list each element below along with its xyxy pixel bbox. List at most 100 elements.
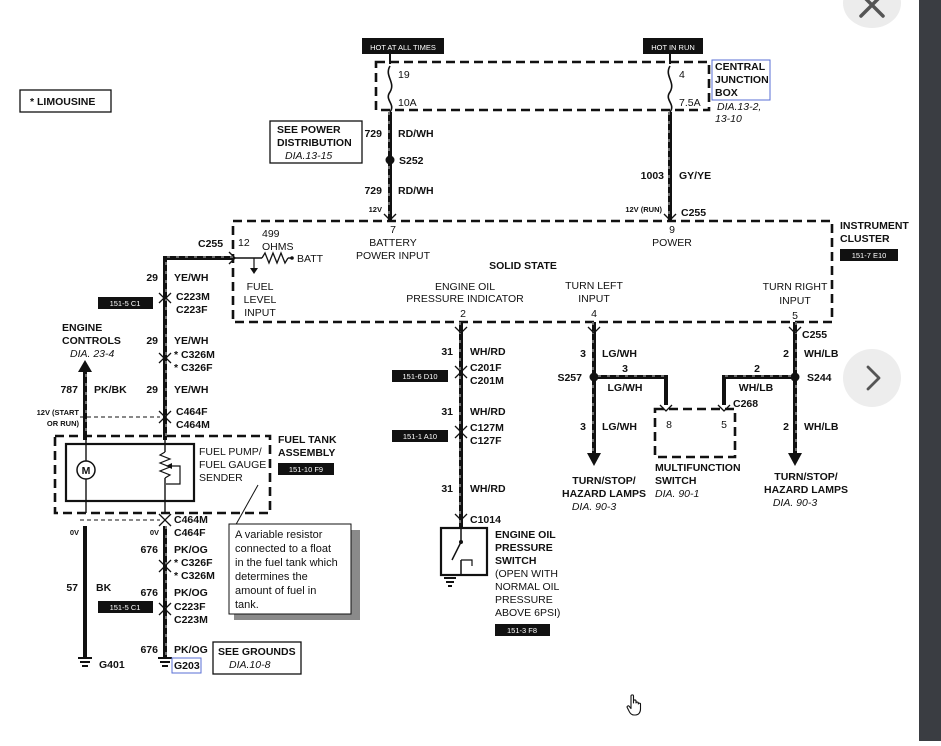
see-grounds-title: SEE GROUNDS	[218, 646, 296, 658]
connector-c268: C268	[733, 398, 758, 410]
callout-text-1: A variable resistor	[235, 529, 323, 541]
callout-text-2: connected to a float	[235, 543, 331, 555]
hot-in-run-tag	[643, 38, 703, 54]
volt-12v-run: 12V (RUN)	[625, 205, 662, 214]
turn-right-label-1: TURN RIGHT	[763, 281, 828, 293]
multifunction-pin5-arrow	[717, 404, 731, 412]
next-image-button[interactable]	[843, 349, 901, 407]
wire-2-b-color: WH/LB	[739, 382, 774, 394]
connector-c255-right: C255	[802, 329, 827, 341]
sender-wiper	[166, 465, 181, 485]
ref-151-1-a10: 151-1 A10	[403, 432, 437, 441]
oil-switch-note-2: NORMAL OIL	[495, 581, 560, 593]
connector-c127m: C127M	[470, 422, 504, 434]
ref-151-5-c1-a: 151-5 C1	[110, 299, 141, 308]
multifunction-title-2: SWITCH	[655, 475, 696, 487]
wire-29-b-circuit: 29	[146, 335, 158, 347]
connector-c223f-a: C223F	[176, 304, 208, 316]
oil-switch-title-2: PRESSURE	[495, 542, 553, 554]
ref-151-5-c1-b: 151-5 C1	[110, 603, 141, 612]
fuel-pump-sender-label-3: SENDER	[199, 472, 243, 484]
wire-676-c-circuit: 676	[140, 644, 158, 656]
connector-c127f: C127F	[470, 435, 502, 447]
fuel-tank-assembly-title-2: ASSEMBLY	[278, 447, 335, 459]
close-button[interactable]	[843, 0, 901, 28]
callout-box	[228, 523, 352, 615]
fuel-level-label-3: INPUT	[244, 307, 276, 319]
power-distribution-box	[269, 120, 363, 164]
fuel-pump-sender-label-1: FUEL PUMP/	[199, 446, 262, 458]
wire-729-top-circuit: 729	[364, 128, 382, 140]
wire-2-branch	[722, 375, 795, 405]
lamps-left-arrow	[587, 453, 601, 466]
fuse-left	[387, 65, 393, 113]
wire-31-b-circuit: 31	[441, 406, 453, 418]
resistor-node	[290, 256, 294, 260]
multifunction-pin8-arrow	[659, 404, 673, 412]
wire-3-a-circuit: 3	[580, 348, 586, 360]
ref-151-1-a10-tag	[392, 430, 448, 442]
ref-151-6-d10: 151-6 D10	[402, 372, 437, 381]
ref-151-6-d10-tag	[392, 370, 448, 382]
connector-c255-top: C255	[681, 207, 706, 219]
central-junction-box-outline	[374, 60, 711, 112]
connector-c464-a-symbol	[158, 410, 172, 424]
fuel-tank-ref-tag	[278, 463, 334, 475]
connector-c326-a-symbol	[158, 352, 172, 364]
hot-in-run-label: HOT IN RUN	[651, 43, 695, 52]
oil-switch-note-3: PRESSURE	[495, 594, 553, 606]
viewer-scroll-strip[interactable]	[919, 0, 941, 741]
instrument-cluster-ref-tag	[840, 249, 898, 261]
engine-controls-title-1: ENGINE	[62, 322, 102, 334]
pin9-label: POWER	[652, 237, 692, 249]
wire-1003-color: GY/YE	[679, 170, 711, 182]
callout-text-3: in the fuel tank which	[235, 557, 338, 569]
callout-text-5: amount of fuel in	[235, 585, 316, 597]
volt-start-run-2: OR RUN)	[47, 419, 80, 428]
pin7-label-2: POWER INPUT	[356, 250, 431, 262]
pin7-number: 7	[390, 224, 396, 236]
turn-left-pin: 4	[591, 308, 597, 320]
connector-c223m-a: C223M	[176, 291, 210, 303]
wire-3-c-circuit: 3	[580, 421, 586, 433]
limousine-note-box	[19, 89, 112, 113]
wire-676-b-color: PK/OG	[174, 587, 208, 599]
instrument-cluster-title-1: INSTRUMENT	[840, 220, 909, 232]
connector-c464f-a: C464F	[176, 406, 208, 418]
wire-676-a-circuit: 676	[140, 544, 158, 556]
lamps-right-arrow	[788, 453, 802, 466]
oil-switch-ref-tag	[495, 624, 550, 636]
resistor-unit: OHMS	[262, 241, 294, 253]
connector-c326f-b: * C326F	[174, 557, 213, 569]
wire-29-a-circuit: 29	[146, 272, 158, 284]
volt-0v-left: 0V	[70, 528, 79, 537]
pin4-arrow	[587, 326, 601, 334]
splice-s257-label: S257	[557, 372, 582, 384]
multifunction-ref: DIA. 90-1	[655, 488, 699, 500]
wire-57-color: BK	[96, 582, 112, 594]
fuel-pump-sender-label-2: FUEL GAUGE	[199, 459, 266, 471]
callout-text-6: tank.	[235, 599, 259, 611]
instrument-cluster-ref: 151-7 E10	[852, 251, 887, 260]
instrument-cluster-title-2: CLUSTER	[840, 233, 890, 245]
hand-cursor-icon	[626, 694, 642, 716]
pin2-arrow	[454, 326, 468, 334]
ground-g401-label: G401	[99, 659, 125, 671]
sender-wiper-arrow	[166, 463, 172, 469]
oil-indicator-label-1: ENGINE OIL	[435, 281, 495, 293]
oil-switch-title-3: SWITCH	[495, 555, 536, 567]
connector-c201-symbol	[454, 365, 468, 379]
pin5-arrow	[788, 326, 802, 334]
central-junction-box-title-1: CENTRAL	[715, 61, 766, 73]
connector-c1014: C1014	[470, 514, 501, 526]
splice-s252-dot	[385, 155, 395, 165]
oil-pressure-switch-box	[439, 526, 489, 577]
wire-676-c-color: PK/OG	[174, 644, 208, 656]
power-distribution-title-1: SEE POWER	[277, 124, 341, 136]
wire-31-a-color: WH/RD	[470, 346, 506, 358]
pin12-number: 12	[238, 237, 250, 249]
oil-switch-contact	[451, 541, 462, 561]
power-distribution-ref: DIA.13-15	[285, 150, 332, 162]
wire-31-c-color: WH/RD	[470, 483, 506, 495]
ground-symbol-g203	[158, 657, 172, 667]
